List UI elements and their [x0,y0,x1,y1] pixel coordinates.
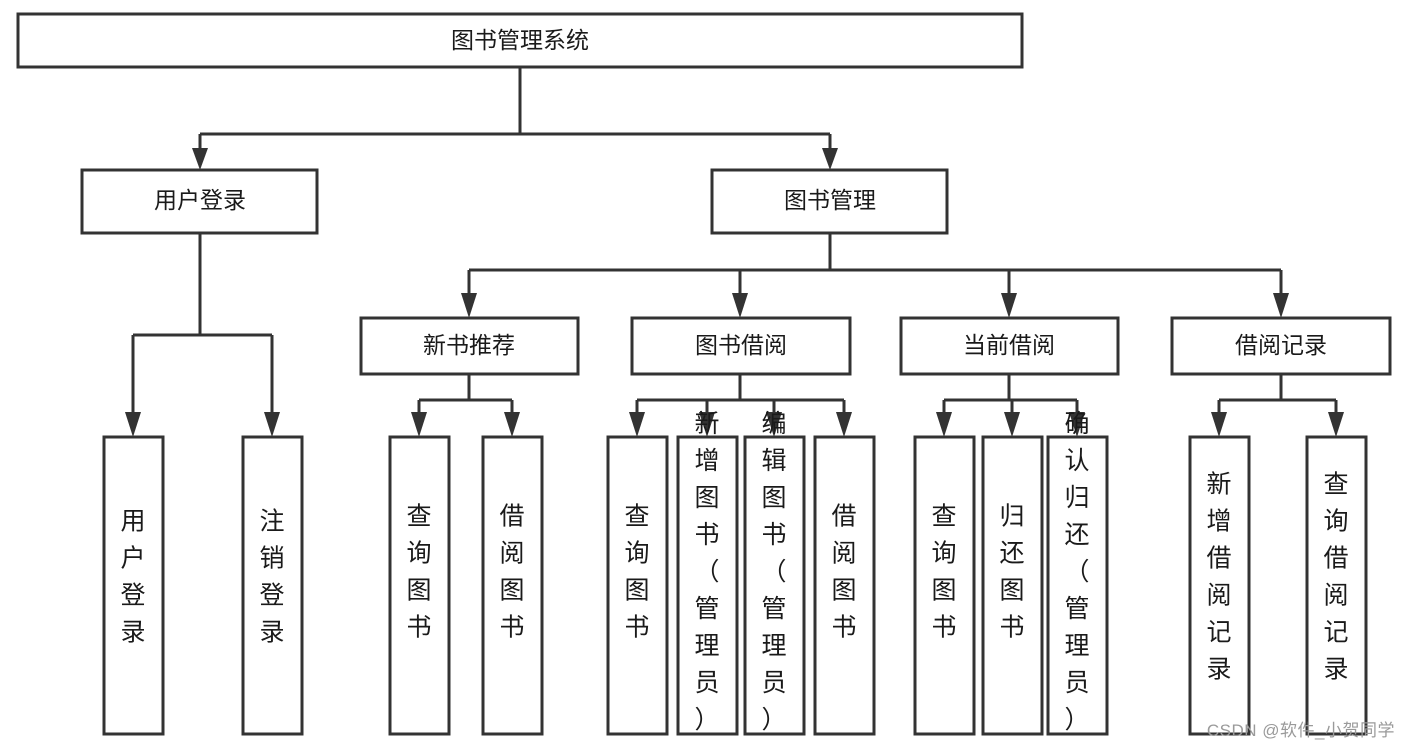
node-leaf-add-book[interactable]: 新增图书（管理员） [676,410,739,736]
node-leaf-edit-book-box[interactable] [743,435,806,736]
node-leaf-borrow-book-1-label: 借阅图书 [499,503,524,642]
node-book-management-label: 图书管理 [784,187,876,213]
node-leaf-confirm-return-box[interactable] [1046,435,1109,736]
node-new-book-recommend[interactable]: 新书推荐 [359,316,580,376]
arrow-to-user-login [192,148,208,170]
node-leaf-query-book-1[interactable]: 查询图书 [388,435,451,736]
node-leaf-user-login-label: 用户登录 [120,508,145,647]
node-leaf-borrow-book-2-label: 借阅图书 [831,503,856,642]
node-leaf-logout[interactable]: 注销登录 [241,435,304,736]
node-borrow-record[interactable]: 借阅记录 [1170,316,1392,376]
node-leaf-query-record-label: 查询借阅记录 [1323,471,1348,684]
node-leaf-add-record[interactable]: 新增借阅记录 [1188,435,1251,736]
node-leaf-logout-box[interactable] [241,435,304,736]
node-book-borrow-label: 图书借阅 [695,332,787,358]
arrow-to-new-book-recommend [461,293,477,318]
node-leaf-query-book-3-label: 查询图书 [931,503,956,642]
node-root-label: 图书管理系统 [451,27,589,53]
node-new-book-recommend-label: 新书推荐 [423,332,515,358]
node-leaf-query-book-2-label: 查询图书 [624,503,649,642]
arrow-to-leaf-add-book [699,412,715,437]
node-leaf-borrow-book-2[interactable]: 借阅图书 [813,435,876,736]
node-leaf-confirm-return-label: 确认归还（管理员） [1064,410,1089,734]
arrow-to-leaf-logout [264,412,280,437]
arrow-to-leaf-edit-book [766,412,782,437]
arrow-to-leaf-query-book-2 [629,412,645,437]
node-current-borrow-box[interactable] [899,316,1120,376]
arrow-to-book-borrow [732,293,748,318]
arrow-to-book-management [822,148,838,170]
node-book-borrow-box[interactable] [630,316,852,376]
arrow-to-leaf-query-book-3 [936,412,952,437]
node-leaf-borrow-book-1[interactable]: 借阅图书 [481,435,544,736]
node-leaf-query-book-1-label: 查询图书 [406,503,431,642]
arrow-to-leaf-return-book [1004,412,1020,437]
node-leaf-query-record-box[interactable] [1305,435,1368,736]
node-leaf-query-book-2[interactable]: 查询图书 [606,435,669,736]
node-new-book-recommend-box[interactable] [359,316,580,376]
node-leaf-return-book[interactable]: 归还图书 [981,435,1044,736]
watermark-text: CSDN @软件_小贺同学 [1206,721,1395,740]
node-current-borrow-label: 当前借阅 [963,332,1055,358]
node-leaf-query-book-3[interactable]: 查询图书 [913,435,976,736]
node-leaf-query-book-3-box[interactable] [913,435,976,736]
node-leaf-user-login[interactable]: 用户登录 [102,435,165,736]
node-user-login-label: 用户登录 [154,187,246,213]
arrow-to-leaf-borrow-book-2 [836,412,852,437]
arrow-to-current-borrow [1001,293,1017,318]
node-leaf-add-record-label: 新增借阅记录 [1206,471,1231,684]
arrow-to-leaf-query-record [1328,412,1344,437]
node-leaf-user-login-box[interactable] [102,435,165,736]
node-book-management-box[interactable] [710,168,949,235]
node-borrow-record-box[interactable] [1170,316,1392,376]
node-leaf-edit-book-label: 编辑图书（管理员） [761,410,786,734]
node-leaf-return-book-box[interactable] [981,435,1044,736]
node-leaf-query-book-1-box[interactable] [388,435,451,736]
arrow-to-leaf-query-book-1 [411,412,427,437]
node-leaf-query-record[interactable]: 查询借阅记录 [1305,435,1368,736]
node-root-box[interactable] [16,12,1024,69]
node-leaf-edit-book[interactable]: 编辑图书（管理员） [743,410,806,736]
node-leaf-add-record-box[interactable] [1188,435,1251,736]
node-current-borrow[interactable]: 当前借阅 [899,316,1120,376]
arrow-to-leaf-borrow-book-1 [504,412,520,437]
node-leaf-logout-label: 注销登录 [259,508,284,647]
node-leaf-borrow-book-2-box[interactable] [813,435,876,736]
node-leaf-query-book-2-box[interactable] [606,435,669,736]
arrow-to-leaf-user-login [125,412,141,437]
node-book-borrow[interactable]: 图书借阅 [630,316,852,376]
arrow-to-leaf-confirm-return [1069,412,1085,437]
node-leaf-return-book-label: 归还图书 [999,503,1024,642]
node-book-management[interactable]: 图书管理 [710,168,949,235]
node-root[interactable]: 图书管理系统 [16,12,1024,69]
node-leaf-add-book-label: 新增图书（管理员） [694,410,719,734]
node-leaf-confirm-return[interactable]: 确认归还（管理员） [1046,410,1109,736]
node-user-login-box[interactable] [80,168,319,235]
arrow-to-borrow-record [1273,293,1289,318]
arrow-to-leaf-add-record [1211,412,1227,437]
node-leaf-add-book-box[interactable] [676,435,739,736]
node-leaf-borrow-book-1-box[interactable] [481,435,544,736]
node-borrow-record-label: 借阅记录 [1235,332,1327,358]
edge-layer [125,67,1344,437]
node-user-login[interactable]: 用户登录 [80,168,319,235]
